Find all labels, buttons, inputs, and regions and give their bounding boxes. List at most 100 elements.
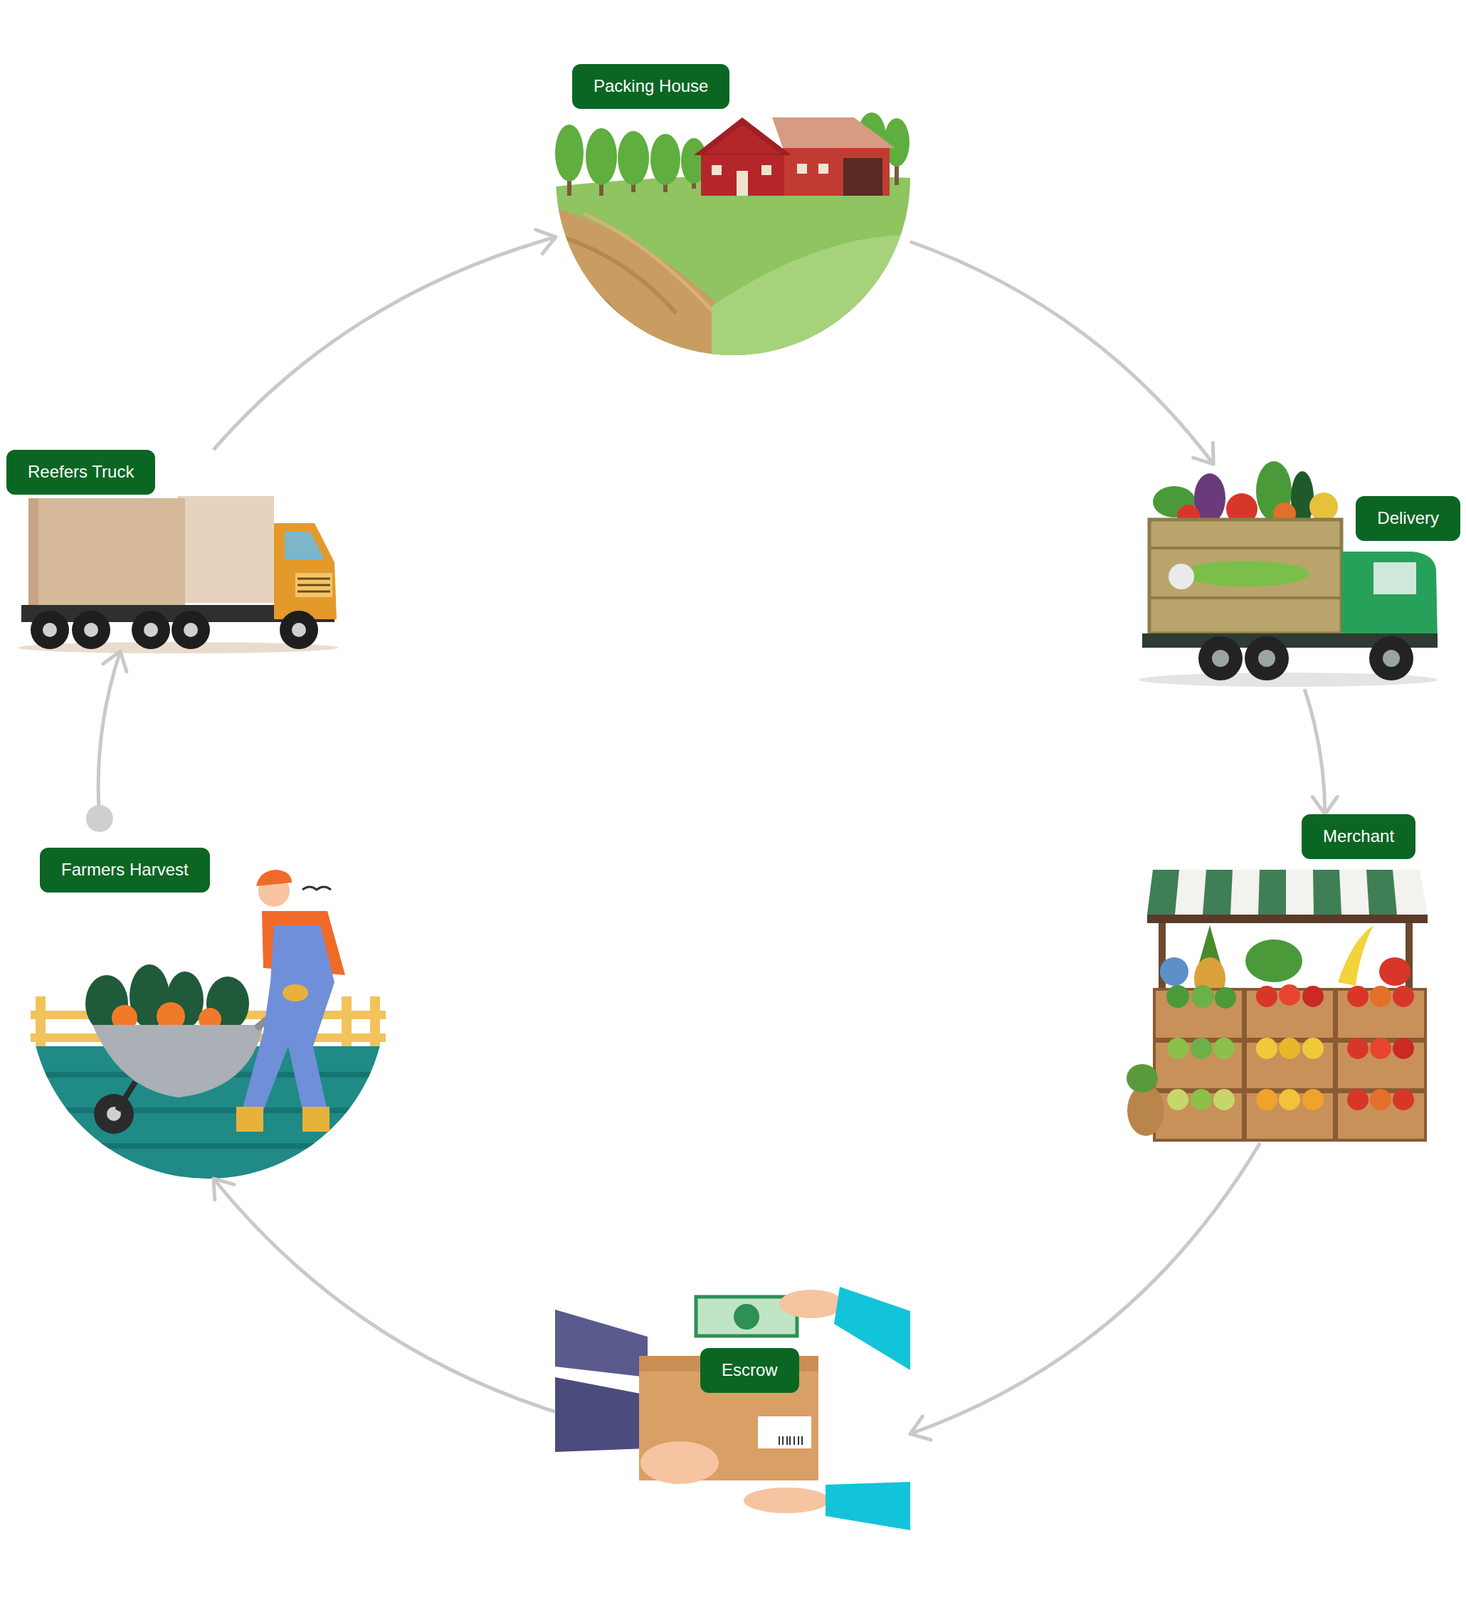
reefer-truck-illustration-part-part [297, 577, 331, 580]
flow-stage: Farmers Harvest [30, 818, 386, 1179]
flow-connector [213, 229, 556, 450]
reefer-truck-illustration-part-part [30, 610, 70, 650]
market-stall-illustration-part [1147, 869, 1397, 915]
farmer-harvest-illustration-part [241, 925, 335, 1111]
connector-line [98, 651, 121, 819]
flow-stage: Merchant [1127, 814, 1437, 1143]
market-stall-illustration-part-part [1278, 1037, 1301, 1059]
delivery-truck-illustration-part [1168, 563, 1195, 590]
market-stall-illustration-part-part [1302, 1037, 1324, 1059]
delivery-truck-illustration-part-part [1382, 649, 1400, 667]
market-stall-illustration-part-part [1256, 1037, 1278, 1059]
escrow-illustration-part-part [778, 1436, 780, 1445]
delivery-truck-illustration-part-part [1309, 492, 1338, 521]
escrow-illustration-part-part [801, 1436, 803, 1445]
packing-house-illustration-part-part [585, 128, 618, 186]
reefer-truck-illustration-part-part [143, 622, 158, 637]
market-stall-illustration [1126, 869, 1428, 1141]
delivery-truck-illustration-part-part [1149, 546, 1342, 550]
escrow-illustration-part [743, 1487, 830, 1513]
market-stall-illustration-part-part [1258, 869, 1286, 915]
reefer-truck-illustration-part [295, 572, 333, 598]
farmer-harvest-illustration-part [282, 984, 309, 1002]
label-pill: Merchant [1301, 814, 1416, 859]
market-stall-illustration-part [1147, 869, 1428, 915]
arrow-head [1193, 442, 1215, 464]
delivery-truck-illustration-part [1152, 461, 1338, 528]
reefer-truck-illustration-part [273, 523, 337, 620]
delivery-truck-illustration-part [1341, 551, 1438, 641]
stage-label: Packing House [593, 76, 709, 97]
packing-house-illustration-part [797, 163, 808, 174]
market-stall-illustration-part-part [1166, 984, 1190, 1008]
escrow-illustration-part [640, 1441, 719, 1484]
connector-line [213, 1178, 556, 1412]
farmer-harvest-illustration-part-part-part [29, 1107, 386, 1114]
start-dot [86, 804, 114, 832]
reefer-truck-illustration-part [284, 531, 325, 560]
packing-house-illustration-part [555, 112, 910, 196]
market-stall-illustration-part-part [1369, 1088, 1392, 1111]
market-stall-illustration-part-part [1337, 925, 1374, 986]
farmer-harvest-illustration-part-part [35, 996, 46, 1047]
reefer-truck-illustration-part-part [71, 610, 111, 650]
connector-line [910, 241, 1214, 464]
escrow-illustration-part [555, 1309, 648, 1378]
delivery-truck-illustration-part [1198, 636, 1414, 681]
market-stall-illustration-part-part [1392, 1037, 1415, 1059]
market-stall-illustration-part-part [1379, 957, 1411, 986]
reefer-truck-illustration-part-part [42, 622, 57, 637]
packing-house-illustration-part-part [650, 133, 681, 186]
label-pill: Packing House [572, 64, 730, 109]
escrow-illustration [555, 1286, 911, 1531]
stage-label: Escrow [721, 1359, 778, 1381]
packing-house-illustration-part-part [555, 234, 677, 314]
farmer-harvest-illustration-part [85, 964, 250, 1032]
market-stall-illustration-part [1127, 1084, 1165, 1136]
connector-line [1304, 688, 1326, 815]
flow-stage: Escrow [555, 1283, 911, 1531]
market-stall-illustration-part [1147, 914, 1428, 924]
market-stall-illustration-part-part [1369, 1037, 1392, 1059]
market-stall-illustration-part-part [1202, 869, 1233, 915]
escrow-illustration-part [779, 1436, 803, 1445]
delivery-truck-illustration-part-part [1149, 596, 1342, 600]
farmer-harvest-illustration-part-part [341, 996, 352, 1047]
market-stall-illustration-part-part [1191, 984, 1215, 1008]
flow-connector [910, 241, 1214, 464]
escrow-illustration-part [825, 1481, 911, 1531]
connector-line [213, 236, 556, 450]
farmer-harvest-illustration-part-part-part [29, 1142, 386, 1149]
delivery-truck-illustration-part-part [1258, 649, 1276, 667]
reefer-truck-illustration-part [42, 622, 307, 637]
packing-house-illustration-part [843, 157, 883, 196]
reefer-truck-illustration-part-part [297, 584, 331, 587]
label-pill: Farmers Harvest [39, 847, 210, 893]
escrow-illustration-part [757, 1416, 812, 1449]
arrow-head [1312, 797, 1338, 815]
packing-house-illustration-part [700, 150, 785, 196]
market-stall-illustration-part-part [1347, 1037, 1369, 1059]
packing-house-illustration-part [761, 165, 772, 176]
market-stall-illustration-part-part [1278, 1088, 1301, 1111]
delivery-truck-illustration-part-part [1369, 636, 1414, 681]
market-stall-illustration-part-part [1190, 1088, 1212, 1111]
stage-label: Farmers Harvest [61, 859, 189, 881]
delivery-truck-illustration-part [1181, 560, 1310, 587]
market-stall-illustration-part-part [1213, 1088, 1235, 1111]
arrow-head [535, 229, 556, 255]
market-stall-illustration-part-part [1312, 869, 1342, 915]
arrow-head [103, 651, 127, 672]
escrow-illustration-part [834, 1286, 911, 1370]
reefer-truck-illustration-part-part [171, 610, 210, 650]
reefer-truck-illustration-part-part [183, 622, 198, 637]
delivery-truck-illustration-part [1373, 562, 1417, 595]
market-stall-illustration-part-part [1347, 1088, 1369, 1111]
market-stall-illustration-part-part [1256, 1088, 1278, 1111]
packing-house-illustration-part [782, 145, 890, 196]
delivery-truck-illustration-part-part [1211, 649, 1230, 667]
market-stall-illustration-part-part [1302, 985, 1324, 1007]
market-stall-illustration-part [1166, 984, 1415, 1111]
stage-label: Merchant [1322, 826, 1395, 847]
packing-house-illustration-part [818, 163, 829, 174]
